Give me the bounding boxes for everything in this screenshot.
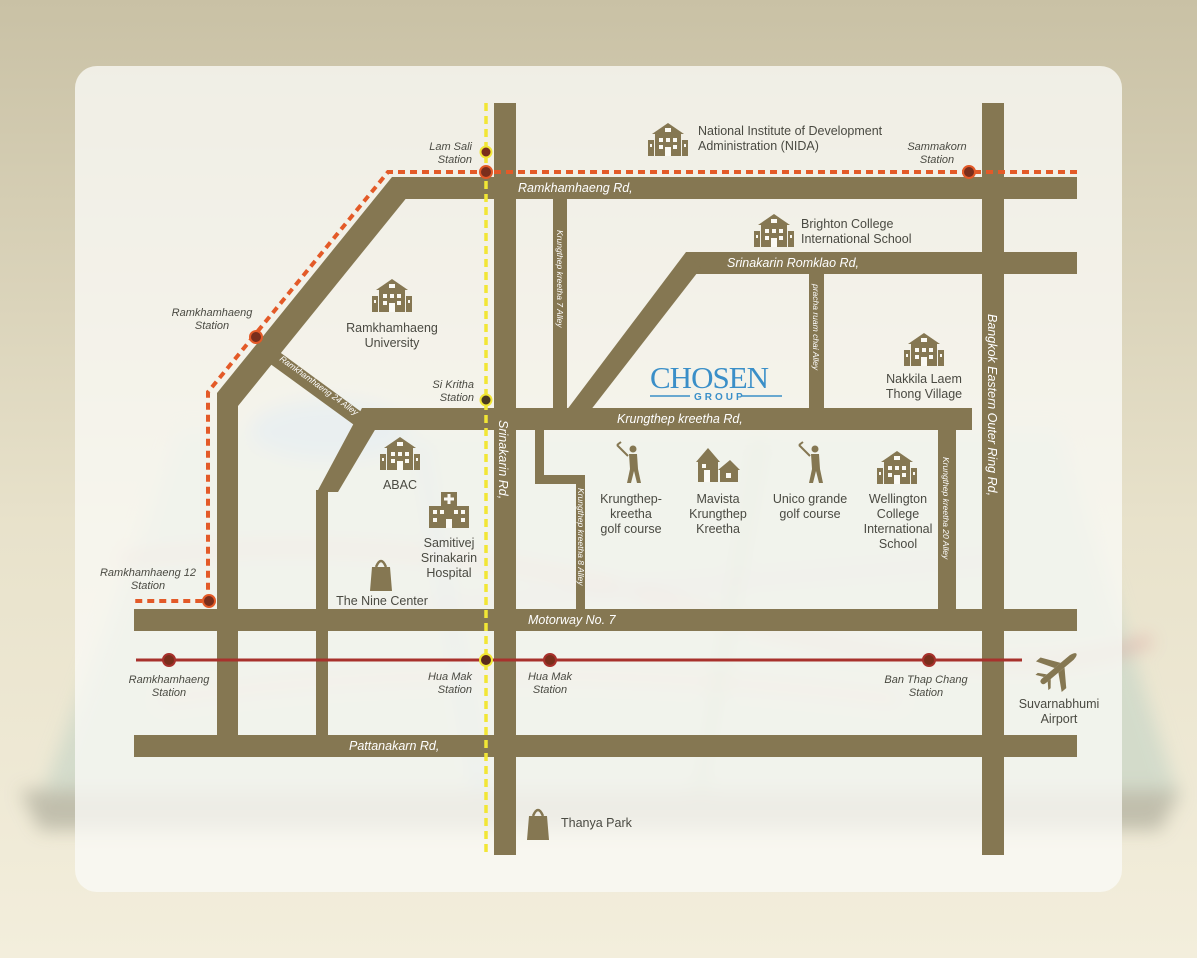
road-kk8-c	[576, 475, 585, 610]
road-network	[134, 103, 1077, 855]
label-ramkhamhaeng-rd: Ramkhamhaeng Rd,	[518, 181, 633, 195]
road-bangkok-eastern	[982, 103, 1004, 855]
logo-text: CHOSEN	[650, 360, 769, 395]
road-kk20-alley	[938, 430, 956, 610]
road-pracha-alley	[809, 274, 824, 409]
label-thanya-park: Thanya Park	[561, 816, 633, 830]
label-bangkok-eastern: Bangkok Eastern Outer Ring Rd,	[985, 314, 999, 496]
label-krungthep-kreetha-rd: Krungthep kreetha Rd,	[617, 412, 743, 426]
station-dot-ban-thap-chang[interactable]	[922, 653, 936, 667]
road-ramkhamhaeng-diagonal	[217, 177, 408, 406]
shopping-bag-icon[interactable]	[368, 559, 394, 593]
label-pattanakarn: Pattanakarn Rd,	[349, 739, 439, 753]
station-dot-ramkhamhaeng12[interactable]	[202, 594, 216, 608]
station-dot-junction[interactable]	[479, 165, 493, 179]
station-dot-ramkhamhaeng-orange[interactable]	[249, 330, 263, 344]
label-motorway: Motorway No. 7	[528, 613, 617, 627]
label-kk20-alley: Krungthep kreetha 20 Alley	[941, 457, 951, 560]
label-srinakarin-romklao: Srinakarin Romklao Rd,	[727, 256, 859, 270]
road-motorway	[134, 609, 1077, 631]
label-ram24-alley: Ramkhamhaeng 24 Alley	[278, 354, 361, 418]
building-icon[interactable]	[380, 437, 420, 470]
orange-line	[134, 170, 1077, 603]
station-dot-si-kritha[interactable]	[479, 393, 493, 407]
station-dot-ramkhamhaeng-red[interactable]	[162, 653, 176, 667]
golf-icon[interactable]	[798, 441, 824, 484]
shopping-bag-icon[interactable]	[525, 808, 551, 842]
road-ram24-alley	[258, 345, 371, 430]
label-abac: ABAC	[383, 478, 417, 492]
hospital-icon[interactable]	[429, 492, 469, 528]
rail-lines	[134, 103, 1077, 855]
building-icon[interactable]	[877, 451, 917, 484]
road-romklao-diagonal	[566, 252, 701, 411]
house-icon[interactable]	[696, 448, 740, 482]
chosen-group-logo: CHOSEN GROUP	[650, 360, 782, 403]
airplane-icon[interactable]	[1028, 638, 1089, 698]
logo-subtext: GROUP	[694, 392, 746, 403]
building-icon[interactable]	[648, 123, 688, 156]
road-kk8-b	[535, 475, 585, 484]
road-pattanakarn	[134, 735, 1077, 757]
station-dot-hua-mak-red[interactable]	[543, 653, 557, 667]
station-dot-hua-mak-yellow[interactable]	[479, 653, 493, 667]
road-left-vertical	[217, 393, 238, 735]
road-ramkhamhaeng	[392, 177, 1077, 199]
station-dot-sammakorn[interactable]	[962, 165, 976, 179]
road-krungthep-diagonal	[317, 408, 382, 492]
road-srinakarin	[494, 103, 516, 855]
road-kk8-a	[535, 430, 544, 482]
poi-icons	[368, 123, 1089, 842]
label-nine-center: The Nine Center	[336, 594, 428, 608]
building-icon[interactable]	[372, 279, 412, 312]
station-markers	[162, 145, 976, 667]
golf-icon[interactable]	[616, 441, 642, 484]
building-icon[interactable]	[904, 333, 944, 366]
building-icon[interactable]	[754, 214, 794, 247]
road-srinakarin-romklao	[686, 252, 1077, 274]
label-srinakarin-rd: Srinakarin Rd,	[496, 420, 510, 499]
road-kk7-alley	[553, 199, 567, 409]
label-pracha-alley: pracha ruam chai Alley	[811, 283, 821, 371]
station-dot-lam-sali[interactable]	[479, 145, 493, 159]
label-kk7-alley: Krungthep kreetha 7 Alley	[555, 230, 565, 328]
label-kk8-alley: Krungthep kreetha 8 Alley	[576, 488, 586, 586]
